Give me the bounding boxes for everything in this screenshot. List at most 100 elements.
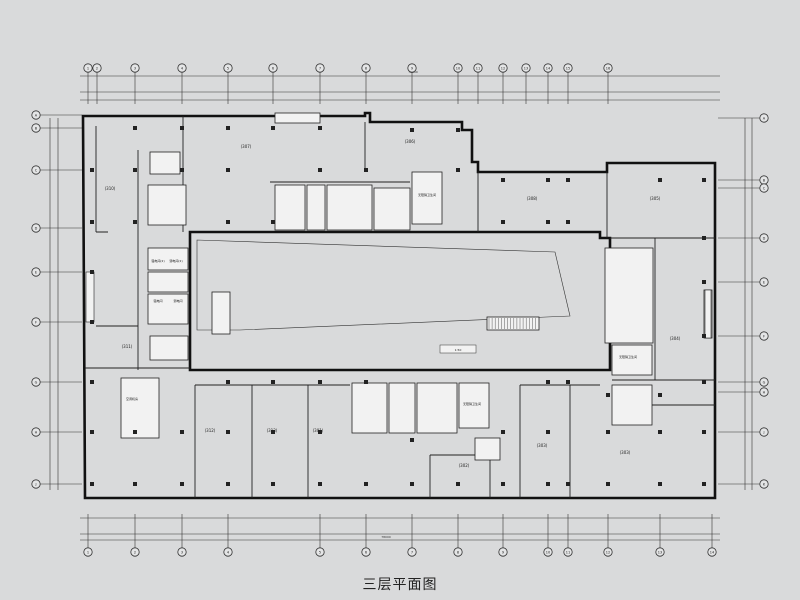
svg-text:12: 12 <box>501 66 505 70</box>
grid-bubble-bottom-1: 1 <box>83 547 93 557</box>
column <box>702 236 706 240</box>
grid-bubble-top-13: 13 <box>521 63 531 73</box>
svg-text:4: 4 <box>181 66 184 70</box>
column <box>180 168 184 172</box>
grid-bubble-top-16: 16 <box>603 63 613 73</box>
column <box>180 482 184 486</box>
svg-text:6: 6 <box>272 66 274 70</box>
column <box>606 393 610 397</box>
grid-bubble-bottom-3: 3 <box>177 547 187 557</box>
svg-text:11: 11 <box>566 550 570 554</box>
grid-bubble-right-H: H <box>759 387 769 397</box>
grid-bubble-right-E: E <box>759 277 769 287</box>
wc-label-bottom: 无障碍卫生间 <box>463 401 481 406</box>
column <box>702 334 706 338</box>
bottom-dimension-ticks <box>87 514 713 548</box>
column <box>501 430 505 434</box>
column <box>364 168 368 172</box>
core-bottom: 无障碍卫生间 <box>351 382 501 461</box>
room-313: (313) <box>267 428 278 433</box>
svg-text:5: 5 <box>319 550 321 554</box>
column <box>226 220 230 224</box>
column <box>456 482 460 486</box>
svg-text:B: B <box>35 126 38 130</box>
grid-bubble-bottom-6: 6 <box>361 547 371 557</box>
grid-bubble-top-8: 8 <box>361 63 371 73</box>
room-308: (308) <box>527 196 538 201</box>
grid-bubble-right-K: K <box>759 479 769 489</box>
column <box>133 126 137 130</box>
grid-bubble-bottom-13: 13 <box>655 547 665 557</box>
column <box>133 168 137 172</box>
grid-bubble-top-12: 12 <box>498 63 508 73</box>
svg-text:11: 11 <box>476 66 480 70</box>
grid-bubble-right-B: B <box>759 175 769 185</box>
grid-bubble-top-4: 4 <box>177 63 187 73</box>
interior-walls <box>85 116 715 498</box>
column <box>546 482 550 486</box>
svg-text:G: G <box>763 380 766 384</box>
wc-label-top: 无障碍卫生间 <box>418 192 436 197</box>
room-303b: (303) <box>537 443 548 448</box>
svg-text:14: 14 <box>546 66 551 70</box>
svg-text:13: 13 <box>524 66 528 70</box>
grid-bubble-top-5: 5 <box>223 63 233 73</box>
grid-bubble-top-9: 9 <box>407 63 417 73</box>
maint-label-3: 强电间 <box>153 298 162 303</box>
room-304: (304) <box>670 336 681 341</box>
maint-label-2: 弱电间(2) <box>169 258 182 263</box>
grid-bubble-left-H: H <box>31 427 41 437</box>
grid-bubble-left-D: D <box>31 223 41 233</box>
column <box>546 380 550 384</box>
maint-label-1: 强电间(2) <box>151 258 164 263</box>
grid-bubble-top-15: 15 <box>563 63 573 73</box>
svg-text:9: 9 <box>502 550 504 554</box>
grid-bubble-right-A: A <box>759 113 769 123</box>
grid-bubble-right-F: F <box>759 331 769 341</box>
svg-text:3: 3 <box>134 66 136 70</box>
grid-bubble-bottom-10: 10 <box>543 547 553 557</box>
corridor-dimension: 1:50 <box>455 348 462 352</box>
maint-label-4: 弱电间 <box>173 298 182 303</box>
column <box>318 482 322 486</box>
svg-text:D: D <box>763 236 766 240</box>
column <box>318 380 322 384</box>
column <box>501 482 505 486</box>
column <box>702 380 706 384</box>
svg-text:B: B <box>763 178 766 182</box>
grid-bubble-bottom-14: 14 <box>707 547 717 557</box>
column <box>501 178 505 182</box>
column <box>702 178 706 182</box>
column <box>702 430 706 434</box>
column <box>702 280 706 284</box>
svg-text:7: 7 <box>319 66 321 70</box>
grid-bubble-top-11: 11 <box>473 63 483 73</box>
svg-text:6: 6 <box>365 550 367 554</box>
column <box>271 430 275 434</box>
column <box>226 380 230 384</box>
column <box>410 482 414 486</box>
core-top: 无障碍卫生间 <box>274 112 443 231</box>
room-labels: (307) (306) (310) (311) (308) (305) (304… <box>105 139 681 468</box>
grid-bubble-right-G: G <box>759 377 769 387</box>
svg-text:F: F <box>35 320 37 324</box>
grid-bubble-top-7: 7 <box>315 63 325 73</box>
column <box>318 126 322 130</box>
column <box>364 380 368 384</box>
grid-bubble-right-J: J <box>759 427 769 437</box>
column <box>658 178 662 182</box>
column <box>658 430 662 434</box>
svg-text:12: 12 <box>606 550 610 554</box>
svg-text:7: 7 <box>411 550 413 554</box>
wc-label-right: 无障碍卫生间 <box>619 354 637 359</box>
column <box>226 482 230 486</box>
column <box>318 168 322 172</box>
grid-bubble-left-E: E <box>31 267 41 277</box>
core-left: 强电间(2) 弱电间(2) 强电间 弱电间 空调机房 <box>120 151 231 439</box>
column <box>90 168 94 172</box>
svg-text:E: E <box>763 280 765 284</box>
top-dimension-ticks <box>87 72 609 104</box>
grid-bubble-top-6: 6 <box>268 63 278 73</box>
structural-columns <box>90 126 706 486</box>
